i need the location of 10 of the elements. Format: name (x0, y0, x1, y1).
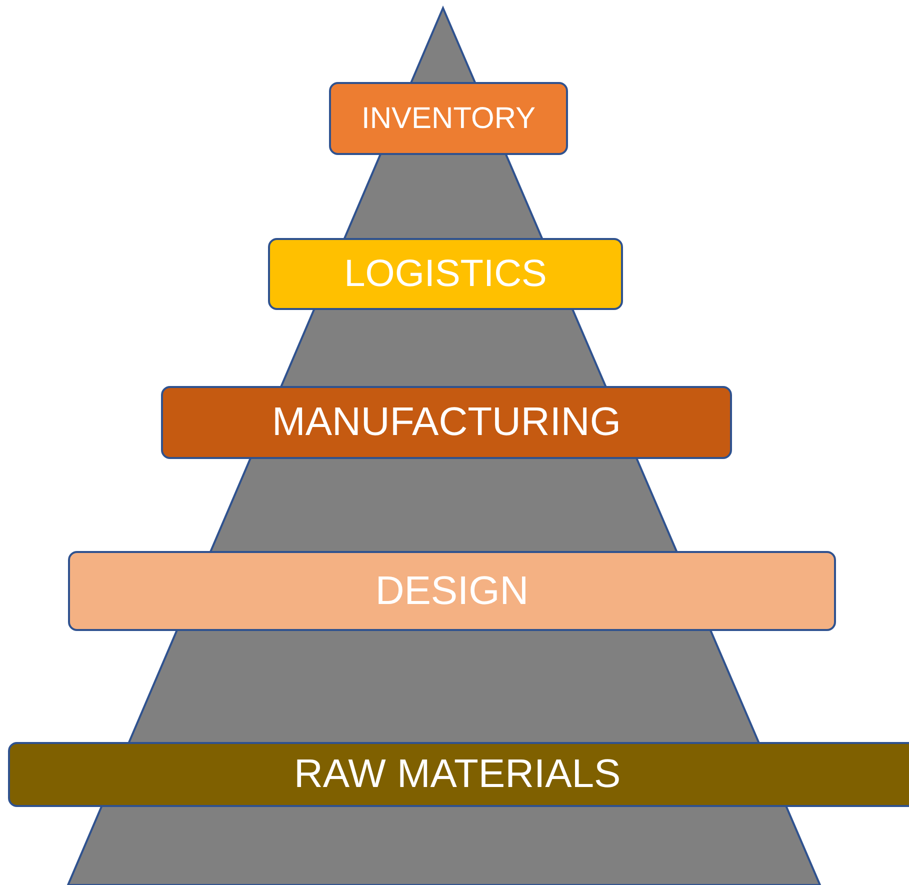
tier-label: MANUFACTURING (272, 400, 621, 445)
tier-band (329, 82, 568, 155)
tier-band (68, 551, 836, 631)
tier-band (8, 742, 909, 807)
tier-band (161, 386, 732, 459)
tier-band (268, 238, 623, 310)
tier-label: LOGISTICS (344, 252, 547, 296)
tier-label: DESIGN (375, 568, 529, 614)
tier-label: INVENTORY (362, 102, 536, 136)
tier-label: RAW MATERIALS (294, 752, 621, 797)
